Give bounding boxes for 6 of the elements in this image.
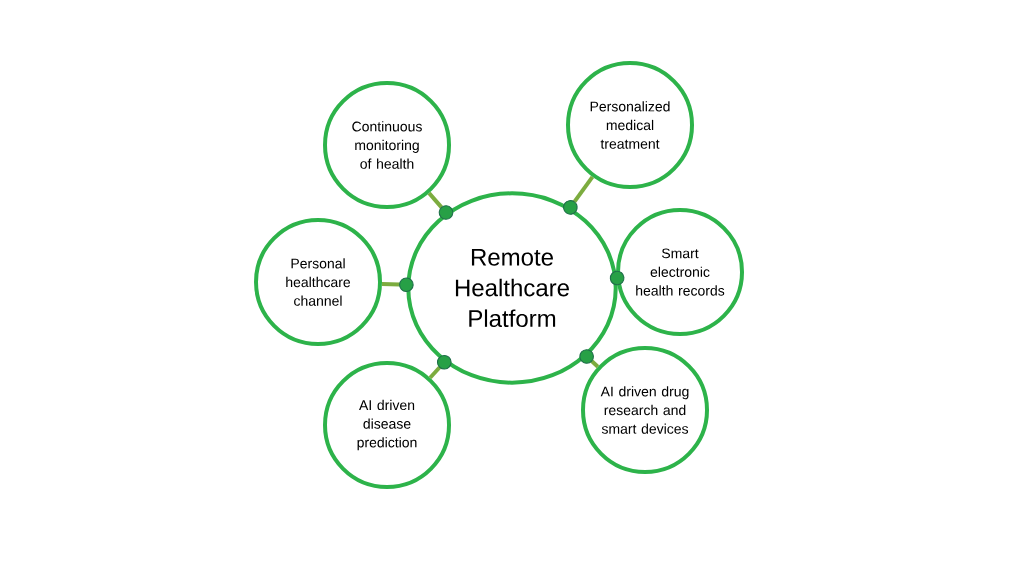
- connector: [381, 277, 414, 293]
- connector: [579, 349, 600, 369]
- connector: [428, 354, 452, 380]
- connector: [609, 270, 625, 286]
- connector: [563, 175, 595, 215]
- connector: [427, 191, 454, 220]
